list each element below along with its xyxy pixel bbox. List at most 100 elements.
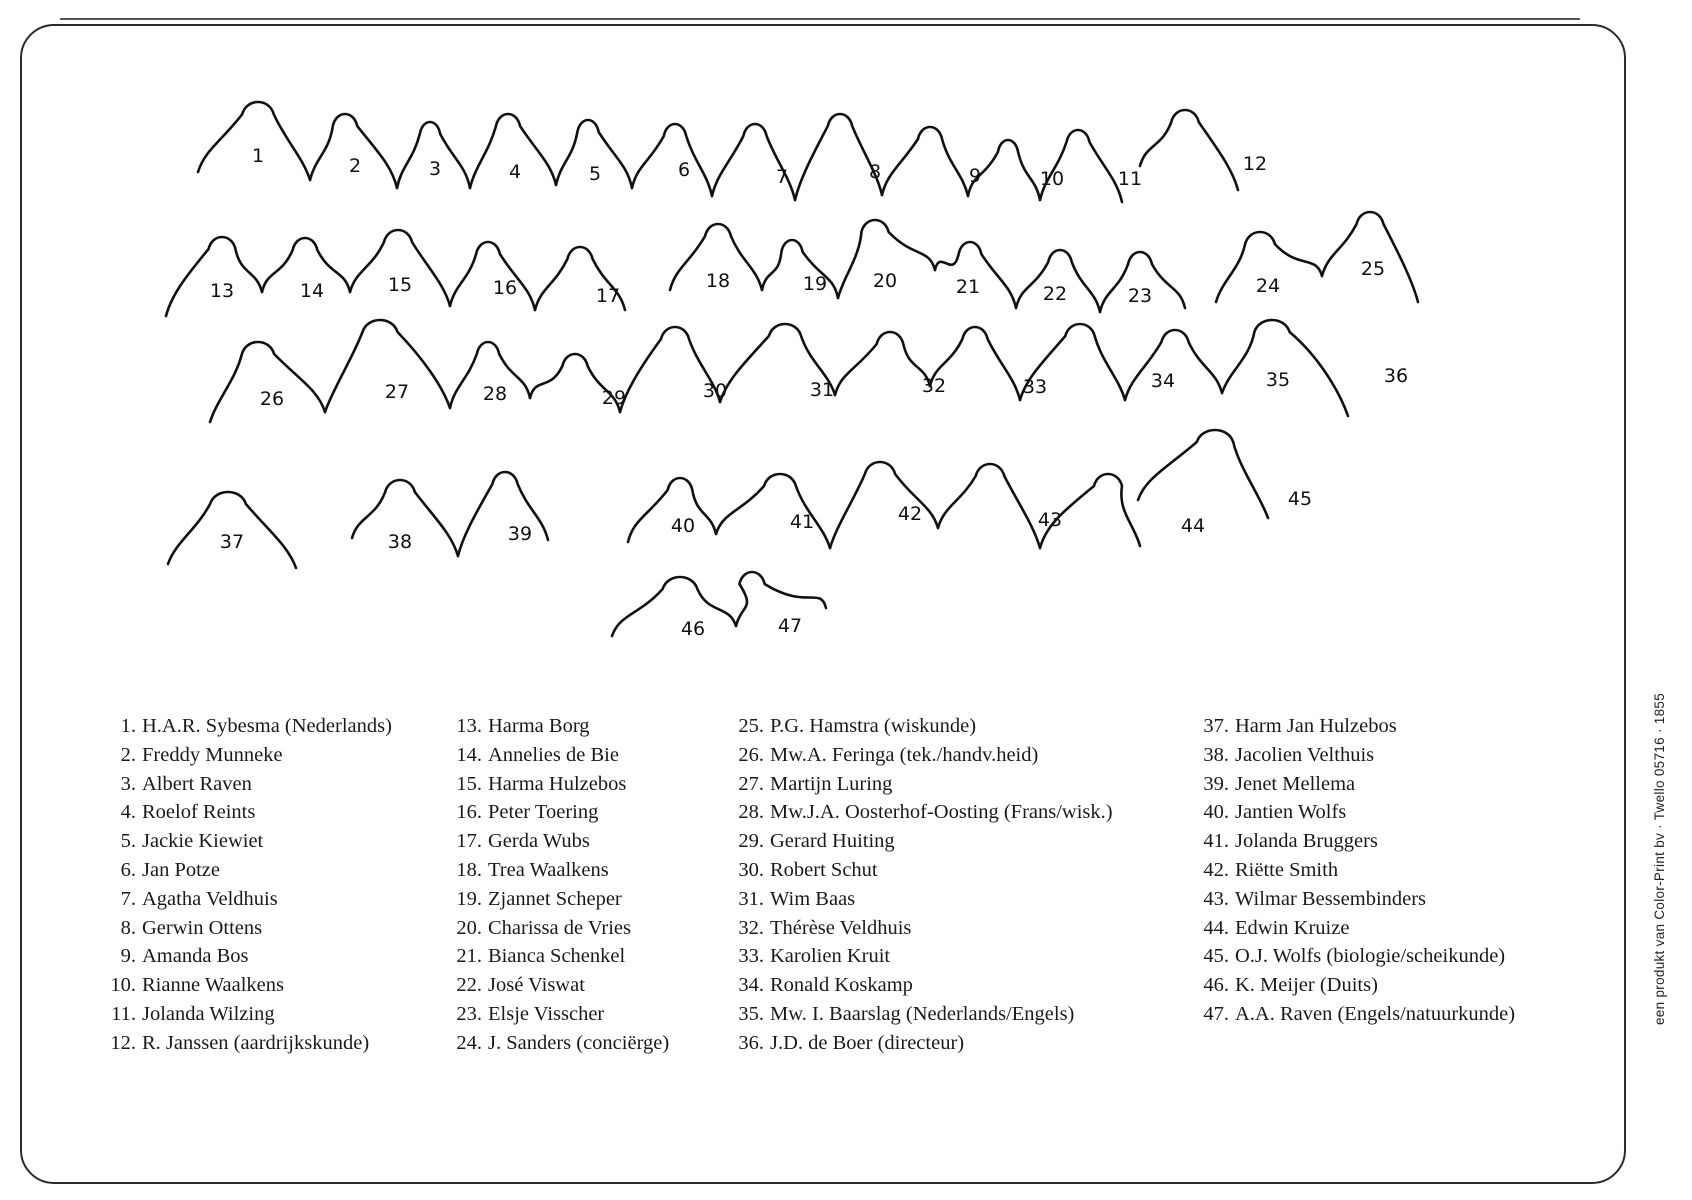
legend-entry-name: Harma Hulzebos xyxy=(488,772,627,795)
legend-entry-number: 41. xyxy=(1203,830,1229,853)
legend-entry: 47.A.A. Raven (Engels/natuurkunde) xyxy=(1195,1000,1515,1029)
head-outline xyxy=(928,325,1022,402)
legend-entry-number: 26. xyxy=(738,743,764,766)
legend-entry-name: Roelof Reints xyxy=(142,801,256,824)
legend-entry-name: Mw.J.A. Oosterhof-Oosting (Frans/wisk.) xyxy=(770,801,1113,824)
legend-entry: 37. Harm Jan Hulzebos xyxy=(1195,712,1515,741)
legend-entry-name: Gerda Wubs xyxy=(488,830,590,853)
legend-entry: 6.Jan Potze xyxy=(102,856,392,885)
legend-entry-number: 28. xyxy=(738,801,764,824)
head-number-label: 43 xyxy=(1038,509,1062,531)
legend-entry: 4. Roelof Reints xyxy=(102,798,392,827)
legend-entry-name: Gerard Huiting xyxy=(770,830,895,853)
head-outline xyxy=(1018,322,1127,402)
legend-entry-number: 15. xyxy=(456,772,482,795)
legend-entry: 9. Amanda Bos xyxy=(102,942,392,971)
legend-entry-number: 7. xyxy=(120,887,136,910)
legend-entry-name: Jan Potze xyxy=(142,858,220,881)
head-number-label: 44 xyxy=(1181,515,1205,537)
head-number-label: 3 xyxy=(429,158,441,180)
legend-entry: 22.José Viswat xyxy=(448,971,669,1000)
head-number-label: 6 xyxy=(678,159,690,181)
legend-entry: 13.Harma Borg xyxy=(448,712,669,741)
head-outline xyxy=(793,112,884,202)
legend-entry-number: 29. xyxy=(738,830,764,853)
head-outline xyxy=(1138,108,1240,192)
head-outline xyxy=(710,122,797,202)
legend-entry-name: Wilmar Bessembinders xyxy=(1235,887,1427,910)
head-number-label: 36 xyxy=(1384,365,1408,387)
legend-entry-number: 18. xyxy=(456,858,482,881)
head-number-label: 31 xyxy=(810,379,834,401)
head-number-label: 27 xyxy=(385,381,409,403)
legend-entry: 20.Charissa de Vries xyxy=(448,914,669,943)
head-outline xyxy=(448,240,537,312)
legend-entry-name: H.A.R. Sybesma (Nederlands) xyxy=(142,715,392,737)
head-outline xyxy=(350,478,460,558)
head-outline xyxy=(554,118,634,190)
legend-entry-number: 19. xyxy=(456,887,482,910)
head-number-label: 10 xyxy=(1040,168,1064,190)
legend-entry-name: Harm Jan Hulzebos xyxy=(1235,715,1397,737)
legend-entry-number: 13. xyxy=(456,715,482,737)
legend-entry: 19.Zjannet Scheper xyxy=(448,885,669,914)
legend-entry-number: 44. xyxy=(1203,916,1229,939)
head-number-label: 2 xyxy=(349,155,361,177)
legend-entry-number: 16. xyxy=(456,801,482,824)
top-rule xyxy=(60,18,1580,20)
legend-entry: 12.R. Janssen (aardrijkskunde) xyxy=(102,1029,392,1058)
legend-entry-number: 9. xyxy=(120,945,136,968)
head-outline xyxy=(880,125,970,198)
head-number-label: 9 xyxy=(969,165,981,187)
legend-entry: 10.Rianne Waalkens xyxy=(102,971,392,1000)
legend-entry-name: Jackie Kiewiet xyxy=(142,830,264,853)
legend-entry: 8.Gerwin Ottens xyxy=(102,914,392,943)
head-number-label: 8 xyxy=(869,161,881,183)
legend-entry-name: Annelies de Bie xyxy=(488,743,619,766)
legend-entry-name: A.A. Raven (Engels/natuurkunde) xyxy=(1235,1002,1516,1025)
legend-entry-number: 37. xyxy=(1203,715,1229,737)
head-number-label: 26 xyxy=(260,388,284,410)
legend-entry-number: 22. xyxy=(456,974,482,997)
legend-entry-number: 36. xyxy=(738,1031,764,1054)
head-outline xyxy=(166,490,298,570)
head-outline xyxy=(323,318,452,414)
head-outline xyxy=(966,138,1042,202)
legend-entry-name: Charissa de Vries xyxy=(488,916,631,939)
head-outline xyxy=(468,112,558,190)
head-outline xyxy=(933,240,1018,310)
legend-entry-number: 25. xyxy=(738,715,764,737)
head-number-label: 28 xyxy=(483,383,507,405)
head-number-label: 7 xyxy=(776,166,788,188)
head-number-label: 47 xyxy=(778,615,802,637)
sheet-frame xyxy=(20,24,1626,1184)
printer-imprint: een produkt van Color-Print bv · Twello … xyxy=(1652,692,1667,1025)
legend-entry-number: 42. xyxy=(1203,858,1229,881)
legend-entry: 46.K. Meijer (Duits) xyxy=(1195,971,1515,1000)
head-number-label: 13 xyxy=(210,280,234,302)
head-outline xyxy=(828,460,940,550)
legend-entry-name: Amanda Bos xyxy=(142,945,249,968)
legend-entry-number: 21. xyxy=(456,945,482,968)
legend-entry-number: 5. xyxy=(120,830,136,853)
head-outline xyxy=(618,325,722,414)
legend-entry-number: 4. xyxy=(120,801,136,824)
legend-entry-name: Peter Toering xyxy=(488,801,599,824)
legend-entry: 21. Bianca Schenkel xyxy=(448,942,669,971)
legend-entry-number: 32. xyxy=(738,916,764,939)
legend-entry: 27.Martijn Luring xyxy=(730,770,1113,799)
legend-column-3: 25.P.G. Hamstra (wiskunde)26.Mw.A. Ferin… xyxy=(730,712,1113,1058)
head-number-label: 1 xyxy=(252,145,264,167)
legend-entry-name: Thérèse Veldhuis xyxy=(770,916,912,939)
legend-entry-name: Bianca Schenkel xyxy=(488,945,626,968)
head-outline xyxy=(936,462,1042,550)
legend-entry: 3.Albert Raven xyxy=(102,770,392,799)
legend-entry-name: Jantien Wolfs xyxy=(1235,801,1347,824)
legend-entry-number: 27. xyxy=(738,772,764,795)
legend-entry-number: 40. xyxy=(1203,801,1229,824)
legend-entry: 1.H.A.R. Sybesma (Nederlands) xyxy=(102,712,392,741)
head-outline xyxy=(760,238,840,300)
legend-entry-number: 23. xyxy=(456,1002,482,1025)
head-number-label: 21 xyxy=(956,276,980,298)
